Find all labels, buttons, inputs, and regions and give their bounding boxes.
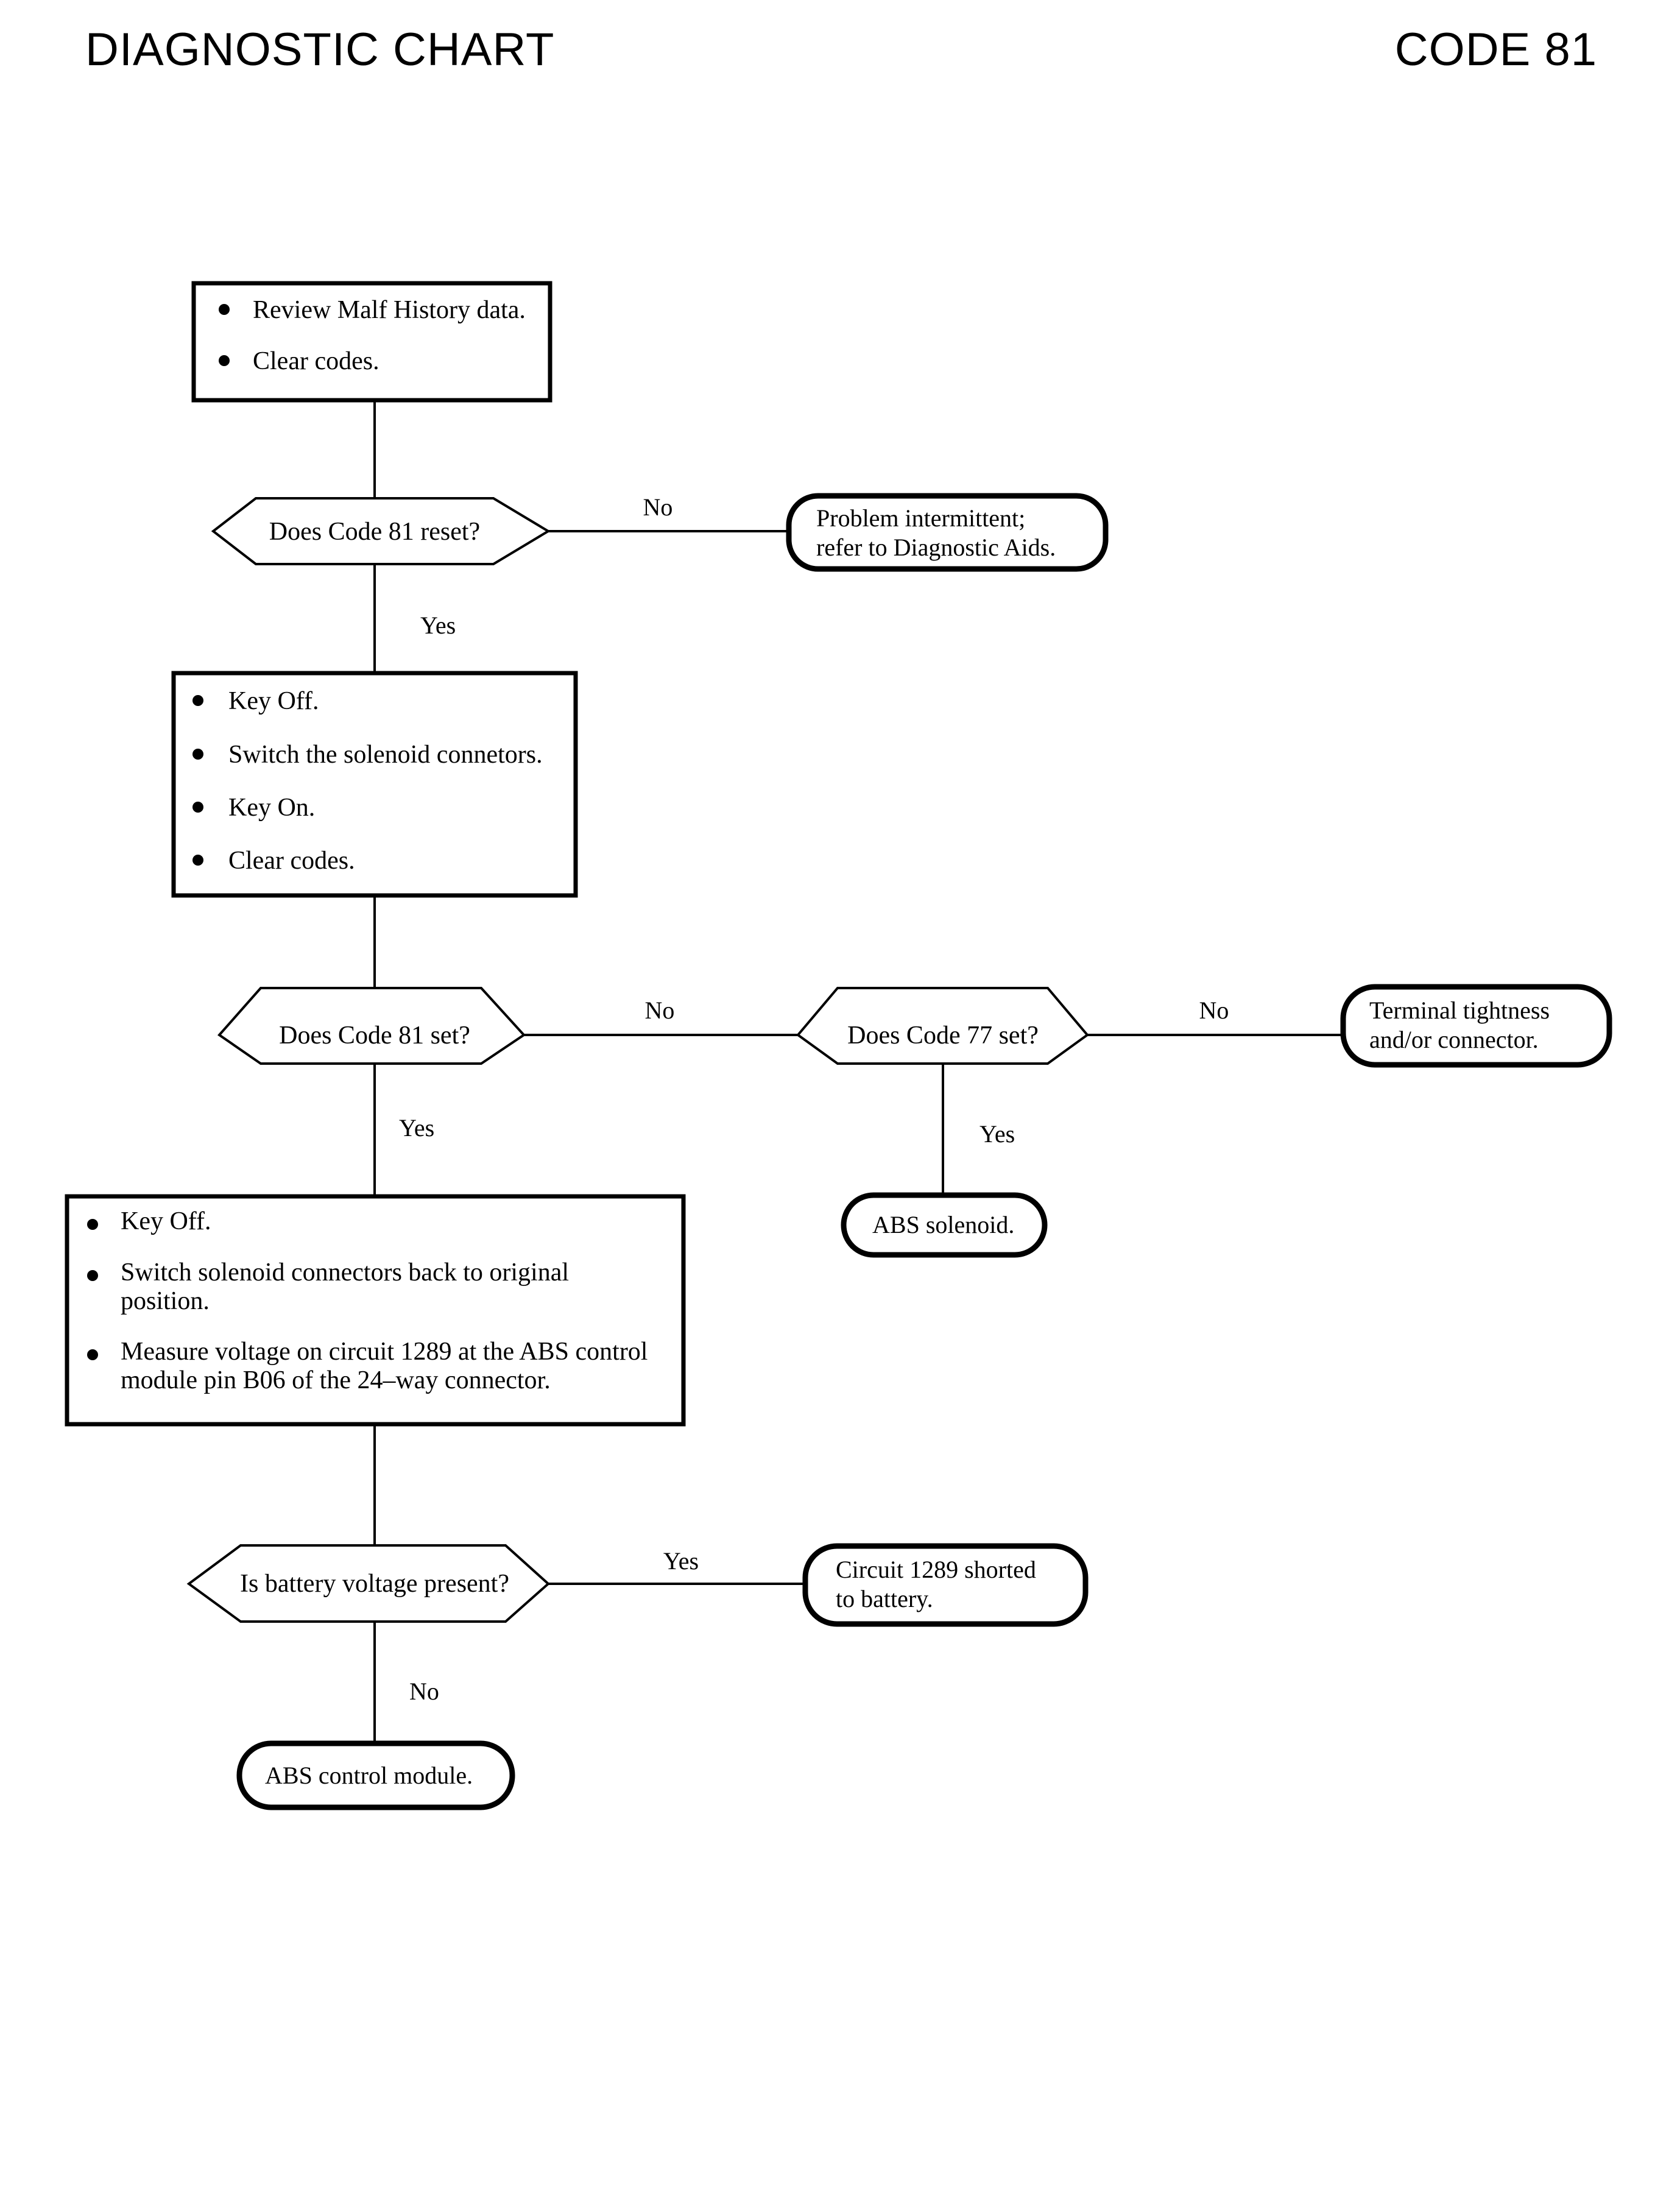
node-term4-terminator[interactable]: Circuit 1289 shorted to battery.	[802, 1543, 1089, 1627]
edge-label-dec3-no: No	[1199, 997, 1229, 1024]
bullet-dot-icon	[87, 1219, 98, 1230]
step2-bullet-1: Key Off.	[228, 687, 319, 715]
node-step1-process[interactable]: Review Malf History data. Clear codes.	[191, 281, 552, 403]
term2-line-2: and/or connector.	[1369, 1026, 1539, 1053]
term3-line-1: ABS solenoid.	[872, 1211, 1014, 1238]
dec3-label: Does Code 77 set?	[847, 1022, 1039, 1050]
node-dec4-decision[interactable]: Is battery voltage present?	[186, 1544, 551, 1623]
term5-line-1: ABS control module.	[265, 1762, 473, 1789]
dec2-label: Does Code 81 set?	[279, 1022, 470, 1050]
bullet-dot-icon	[219, 355, 230, 366]
term4-line-1: Circuit 1289 shorted	[836, 1556, 1036, 1583]
node-term3-terminator[interactable]: ABS solenoid.	[841, 1192, 1048, 1258]
bullet-dot-icon	[87, 1349, 98, 1360]
bullet-dot-icon	[192, 802, 203, 813]
step3-bullet-3: Measure voltage on circuit 1289 at the A…	[121, 1338, 648, 1395]
edge-label-dec1-no: No	[643, 493, 673, 521]
bullet-dot-icon	[192, 695, 203, 706]
page-title: DIAGNOSTIC CHART	[85, 24, 555, 76]
edge-label-dec4-no: No	[409, 1678, 439, 1705]
term4-line-2: to battery.	[836, 1585, 933, 1612]
node-step3-process[interactable]: Key Off. Switch solenoid connectors back…	[65, 1194, 686, 1427]
step3-bullet-1: Key Off.	[121, 1207, 211, 1235]
node-term2-terminator[interactable]: Terminal tightness and/or connector.	[1340, 984, 1612, 1068]
bullet-dot-icon	[87, 1270, 98, 1281]
connectors	[373, 400, 1343, 1743]
bullet-dot-icon	[219, 304, 230, 315]
edge-label-dec3-yes: Yes	[979, 1120, 1015, 1148]
node-dec3-decision[interactable]: Does Code 77 set?	[796, 987, 1089, 1065]
edge-labels: No Yes No No Yes Yes Yes No	[399, 493, 1229, 1705]
dec1-label: Does Code 81 reset?	[269, 518, 480, 546]
step3-bullet-2: Switch solenoid connectors back to origi…	[121, 1259, 570, 1316]
step2-bullet-4: Clear codes.	[228, 847, 355, 875]
dec4-label: Is battery voltage present?	[240, 1570, 509, 1598]
bullet-dot-icon	[192, 855, 203, 866]
edge-label-dec2-yes: Yes	[399, 1114, 434, 1142]
step2-bullet-3: Key On.	[228, 794, 315, 822]
code-label: CODE 81	[1394, 24, 1597, 76]
term1-line-2: refer to Diagnostic Aids.	[816, 534, 1056, 561]
step1-bullet-2: Clear codes.	[253, 347, 379, 375]
edge-label-dec2-no: No	[645, 997, 675, 1024]
term1-line-1: Problem intermittent;	[816, 504, 1025, 532]
step2-bullet-2: Switch the solenoid connetors.	[228, 741, 543, 769]
node-dec1-decision[interactable]: Does Code 81 reset?	[211, 497, 551, 565]
step1-bullet-1: Review Malf History data.	[253, 296, 526, 324]
node-step2-process[interactable]: Key Off. Switch the solenoid connetors. …	[171, 671, 578, 898]
term2-line-1: Terminal tightness	[1369, 997, 1550, 1024]
edge-label-dec4-yes: Yes	[663, 1547, 699, 1575]
node-dec2-decision[interactable]: Does Code 81 set?	[217, 987, 526, 1065]
bullet-dot-icon	[192, 749, 203, 760]
edge-label-dec1-yes: Yes	[420, 612, 456, 639]
node-term5-terminator[interactable]: ABS control module.	[236, 1740, 515, 1810]
node-term1-terminator[interactable]: Problem intermittent; refer to Diagnosti…	[786, 493, 1109, 572]
